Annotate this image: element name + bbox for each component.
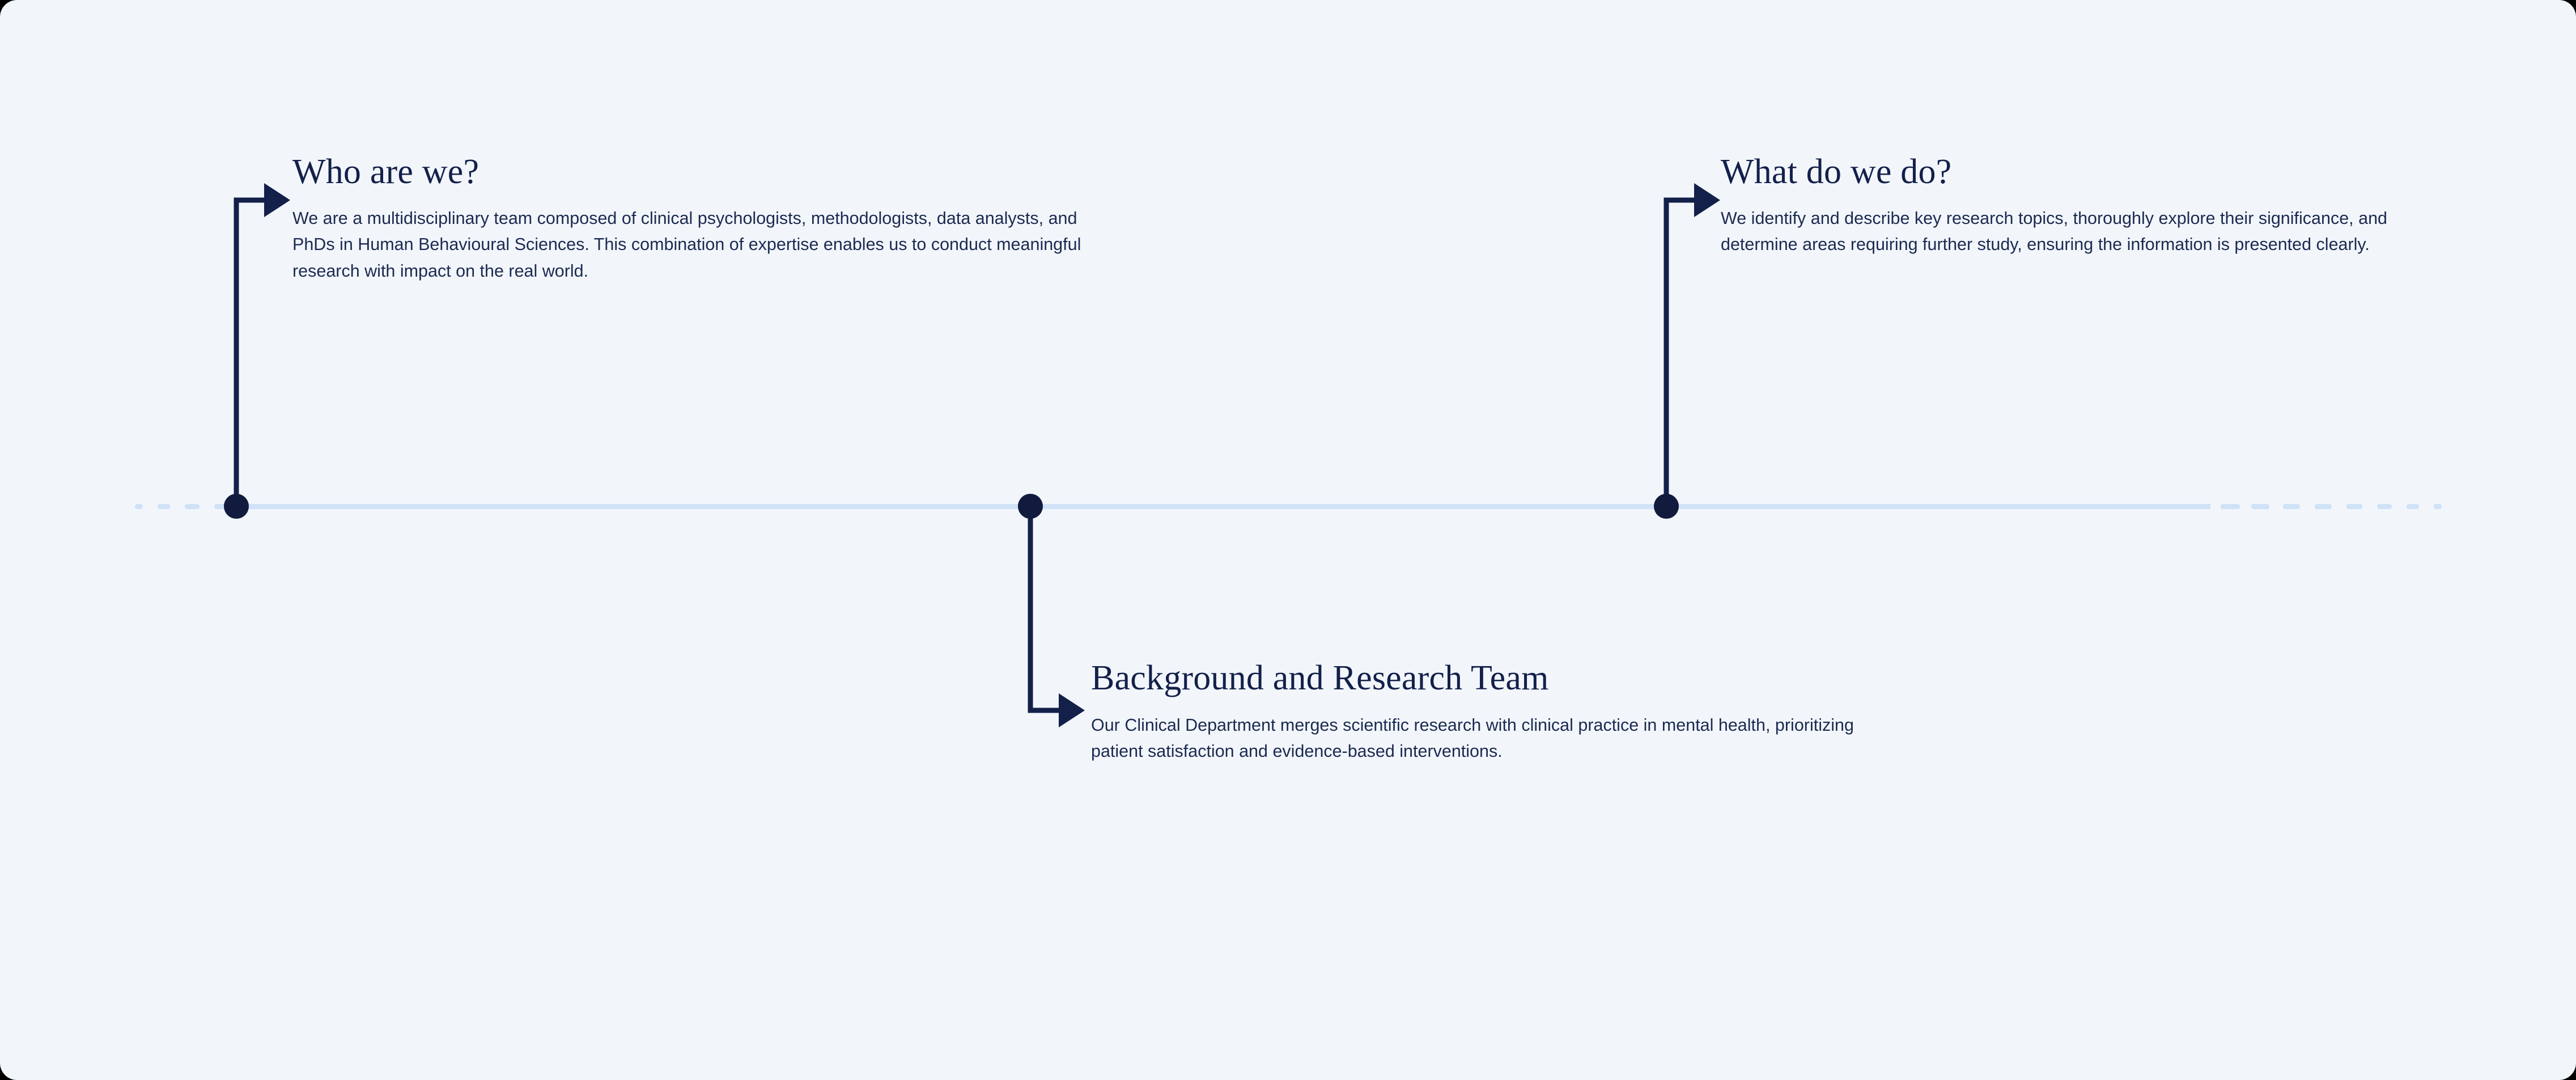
connector-what-do-we-do bbox=[1663, 183, 1720, 506]
block-title-what-do-we-do: What do we do? bbox=[1721, 153, 1952, 191]
timeline-node-dot-who-are-we[interactable] bbox=[224, 494, 249, 519]
arrowhead-icon bbox=[1059, 693, 1085, 727]
block-body-who-are-we: We are a multidisciplinary team composed… bbox=[292, 209, 1081, 281]
arrowhead-icon bbox=[1694, 183, 1720, 217]
connector-background-and-research-team bbox=[1028, 506, 1085, 727]
block-title-background-and-research-team: Background and Research Team bbox=[1091, 659, 1549, 697]
arrowhead-icon bbox=[264, 183, 290, 217]
block-title-who-are-we: Who are we? bbox=[292, 153, 479, 191]
block-body-what-do-we-do: We identify and describe key research to… bbox=[1721, 209, 2388, 255]
axis-dashed-right bbox=[2221, 504, 2442, 509]
timeline-block-background-and-research-team: Background and Research Team Our Clinica… bbox=[1091, 660, 1913, 765]
timeline-node-dot-what-do-we-do[interactable] bbox=[1654, 494, 1679, 519]
connector-who-are-we bbox=[234, 183, 290, 506]
block-body-background-and-research-team: Our Clinical Department merges scientifi… bbox=[1091, 715, 1854, 761]
timeline-node-dot-background-and-research-team[interactable] bbox=[1018, 494, 1043, 519]
timeline-block-what-do-we-do: What do we do? We identify and describe … bbox=[1721, 154, 2526, 258]
timeline-block-who-are-we: Who are we? We are a multidisciplinary t… bbox=[292, 154, 1097, 284]
axis-solid-line bbox=[232, 504, 2210, 509]
